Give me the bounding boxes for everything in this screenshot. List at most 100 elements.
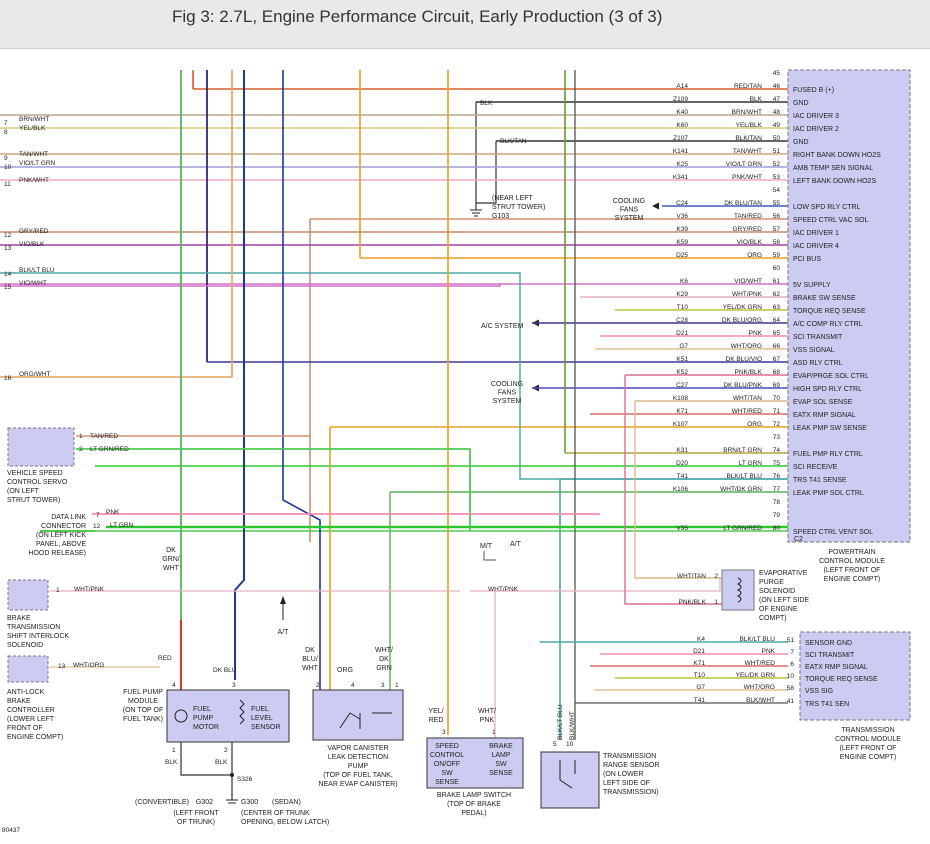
pcm-circuit-id: T41	[677, 473, 689, 480]
tcm-pin-function: SENSOR GND	[805, 640, 852, 647]
brake-wire-yel: RED	[429, 717, 444, 724]
abs-box	[7, 655, 49, 683]
pcm-pin-function: SCI RECEIVE	[793, 464, 838, 471]
tcm-wire-color: BLK/LT BLU	[739, 636, 775, 643]
tcm-wire-color: BLK/WHT	[746, 697, 775, 704]
abs-pin: 13	[58, 663, 66, 670]
pcm-wire-color: TAN/WHT	[733, 148, 762, 155]
pcm-pin-function: GND	[793, 139, 809, 146]
pcm-circuit-id: V35	[676, 525, 688, 532]
tcm-pin-number: 58	[787, 685, 795, 692]
evap-solenoid-label: (ON LEFT SIDE	[759, 597, 809, 604]
tcm-name: (LEFT FRONT OF	[840, 745, 897, 752]
pcm-pin-number: 64	[773, 317, 781, 324]
pcm-wire-color: PNK/BLK	[735, 369, 763, 376]
pcm-wire-color: BRN/WHT	[732, 109, 762, 116]
ldp-pin: 4	[351, 682, 355, 689]
pcm-pin-number: 45	[773, 70, 781, 77]
pcm-wire-color: PNK/WHT	[732, 174, 762, 181]
pcm-pin-number: 68	[773, 369, 781, 376]
pcm-wire-color: WHT/ORG	[731, 343, 762, 350]
pcm-pin-number: 80	[773, 525, 781, 532]
pcm-pin-function: SPEED CTRL VENT SOL	[793, 529, 873, 536]
brake-switch-lamp-label: SENSE	[489, 770, 513, 777]
tcm-name: CONTROL MODULE	[835, 736, 901, 743]
ldp-switch-icon	[339, 712, 392, 729]
left-wire-number: 10	[4, 164, 12, 171]
dlc-location: PANEL, ABOVE	[36, 541, 86, 548]
pcm-circuit-id: T10	[677, 304, 689, 311]
mt-branch	[483, 551, 496, 561]
pcm-circuit-id: K52	[676, 369, 688, 376]
dk-grn-wht-label: DK	[166, 547, 176, 554]
servo-pin: 2	[79, 446, 83, 453]
btsi-label: TRANSMISSION	[7, 624, 60, 631]
speed-servo-label: CONTROL SERVO	[7, 479, 68, 486]
evap-solenoid-label: COMPT)	[759, 615, 787, 622]
tcm-pin-number: 7	[790, 649, 794, 656]
ac-system-label: A/C SYSTEM	[481, 323, 524, 330]
wire-pnk-blk-evap	[624, 375, 722, 605]
pcm-circuit-id: K29	[676, 291, 688, 298]
pcm-name: ENGINE COMPT)	[824, 576, 880, 583]
tcm-pin-number: 6	[790, 661, 794, 668]
brake-pin: 1	[492, 729, 496, 736]
trs-pin: 5	[553, 741, 557, 748]
wire-blk-tan-ground	[476, 141, 497, 204]
g103-label: STRUT TOWER)	[492, 204, 545, 211]
pcm-pin-function: AMB TEMP SEN SIGNAL	[793, 165, 873, 172]
pcm-pin-function: PCI BUS	[793, 256, 821, 263]
fuel-pump-module-label: (ON TOP OF	[123, 707, 163, 714]
pcm-pin-function: IAC DRIVER 2	[793, 126, 839, 133]
pcm-wire-color: ORG	[747, 421, 762, 428]
pcm-pin-function: LEFT BANK DOWN HO2S	[793, 178, 876, 185]
figure-id: 80437	[2, 827, 20, 834]
wire-wht-tan-evap	[634, 401, 722, 579]
dlc-wire: LT GRN	[110, 522, 134, 529]
ldp-wire-dkblu: BLU/	[302, 656, 318, 663]
figure-title: Fig 3: 2.7L, Engine Performance Circuit,…	[172, 7, 663, 26]
cooling-fans-system-1: SYSTEM	[615, 215, 644, 222]
pcm-pin-number: 53	[773, 174, 781, 181]
wires-layer	[0, 70, 788, 800]
pcm-pin-function: SCI TRANSMIT	[793, 334, 843, 341]
pcm-pin-number: 58	[773, 239, 781, 246]
g103-wire-color: BLK	[480, 100, 493, 107]
pcm-circuit-id: K39	[676, 226, 688, 233]
tcm-circuit-id: G7	[696, 684, 705, 691]
pcm-circuit-id: D21	[676, 330, 688, 337]
pcm-pin-number: 62	[773, 291, 781, 298]
mt-label: M/T	[480, 543, 493, 550]
g302-location: OF TRUNK)	[177, 819, 215, 826]
solenoid-coil-icon	[736, 577, 742, 603]
motor-icon	[174, 709, 188, 723]
abs-label: (LOWER LEFT	[7, 716, 55, 723]
abs-label: FRONT OF	[7, 725, 43, 732]
pcm-pin-function: FUSED B (+)	[793, 87, 834, 94]
at-arrow-label: A/T	[278, 629, 290, 636]
pcm-pin-function: ASD RLY CTRL	[793, 360, 843, 367]
servo-wire: TAN/RED	[90, 433, 118, 440]
evap-solenoid-label: SOLENOID	[759, 588, 795, 595]
pcm-pin-number: 48	[773, 109, 781, 116]
pcm-circuit-id: G7	[679, 343, 688, 350]
pcm-circuit-id: V36	[676, 213, 688, 220]
pcm-circuit-id: K60	[676, 122, 688, 129]
convertible-label: (CONVERTIBLE)	[135, 799, 189, 806]
tcm-pin-function: TRS T41 SEN	[805, 701, 849, 708]
brake-switch-speed-ctrl-label: CONTROL	[430, 752, 464, 759]
left-wire-number: 16	[4, 375, 12, 382]
speed-servo-label: STRUT TOWER)	[7, 497, 60, 504]
pcm-pin-number: 78	[773, 499, 781, 506]
tcm-wire-color: WHT/RED	[745, 660, 776, 667]
pcm-wire-color: WHT/RED	[732, 408, 763, 415]
abs-label: ANTI-LOCK	[7, 689, 45, 696]
pcm-pin-number: 49	[773, 122, 781, 129]
trs-wire-2: BLK/WHT	[569, 711, 576, 740]
cooling-fans-system-1: FANS	[620, 207, 639, 214]
pcm-wire-color: ORG	[747, 252, 762, 259]
pcm-connector-id: C2	[794, 536, 803, 543]
pcm-pin-number: 51	[773, 148, 781, 155]
ldp-pin: 1	[395, 682, 399, 689]
left-wire-color: YEL/BLK	[19, 125, 46, 132]
